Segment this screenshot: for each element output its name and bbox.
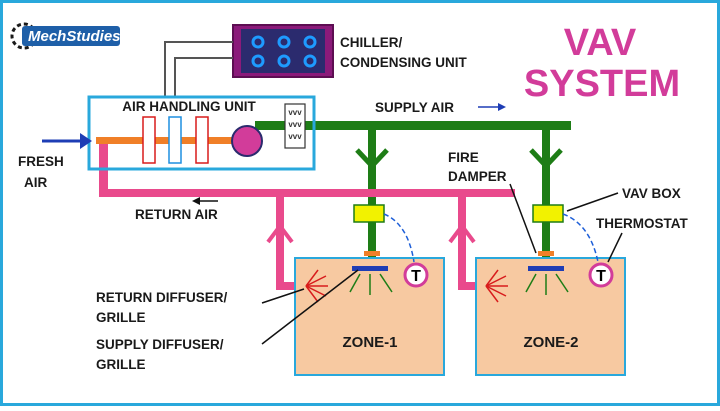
supply-arrow-zone2	[529, 148, 563, 170]
filter-mark-1: vvv	[288, 108, 302, 117]
fresh-air-label-line-2: AIR	[24, 175, 48, 190]
thermostat-wire-zone1	[383, 213, 415, 263]
filter-mark-3: vvv	[288, 132, 302, 141]
supply-diffuser-zone2	[528, 266, 564, 271]
supply-air-arrow-icon	[498, 103, 506, 111]
return-arrow-zone2	[448, 222, 476, 244]
logo-banner	[22, 26, 120, 46]
chiller-label-line-2: CONDENSING UNIT	[340, 55, 468, 70]
chiller-label-line-1: CHILLER/	[340, 35, 402, 50]
supply-diffuser-arrows	[349, 273, 569, 295]
vav-box-zone1	[353, 204, 385, 223]
thermostat-label: THERMOSTAT	[596, 216, 688, 231]
fire-damper-leader	[509, 183, 537, 254]
thermostat-zone1-icon	[403, 262, 429, 288]
thermostat-leader	[607, 232, 623, 263]
return-main-duct	[99, 189, 515, 197]
thermostat-zone2-icon	[588, 262, 614, 288]
fire-damper-label-line-2: DAMPER	[448, 169, 507, 184]
supply-air-label: SUPPLY AIR	[375, 100, 454, 115]
thermostat-wire-zone2	[562, 213, 599, 263]
ahu-filter	[284, 103, 306, 149]
return-diffuser-leader	[261, 288, 305, 304]
thermostat-zone1-symbol: T	[411, 268, 421, 285]
fire-damper-zone2	[538, 251, 554, 256]
cooling-coil	[168, 116, 182, 164]
supply-diffuser-leader	[261, 269, 359, 345]
supply-fan	[231, 125, 263, 157]
thermostat-zone2-symbol: T	[596, 268, 606, 285]
title-line-2: SYSTEM	[524, 63, 680, 105]
zone-2-label: ZONE-2	[523, 334, 578, 351]
filter-mark-2: vvv	[288, 120, 302, 129]
supply-main-duct	[255, 121, 571, 130]
vav-box-zone2	[532, 204, 564, 223]
chiller-pipes	[164, 41, 233, 98]
supply-diffuser-label-line-1: SUPPLY DIFFUSER/	[96, 337, 224, 352]
air-handling-unit	[87, 95, 316, 171]
ahu-label: AIR HANDLING UNIT	[122, 99, 256, 114]
return-arrow-zone1	[266, 222, 294, 244]
supply-diffuser-label-line-2: GRILLE	[96, 357, 146, 372]
vav-box-label: VAV BOX	[622, 186, 681, 201]
title-line-1: VAV	[564, 22, 637, 64]
supply-diffuser-zone1	[352, 266, 388, 271]
zone-1-label: ZONE-1	[342, 334, 397, 351]
return-diffuser-label-line-2: GRILLE	[96, 310, 146, 325]
return-air-label: RETURN AIR	[135, 207, 218, 222]
heating-coil-1	[142, 116, 156, 164]
logo-text: MechStudies	[28, 28, 121, 45]
return-diffuser-label-line-1: RETURN DIFFUSER/	[96, 290, 227, 305]
supply-branch-zone2	[542, 125, 550, 267]
fresh-air-label-line-1: FRESH	[18, 154, 64, 169]
fire-damper-zone1	[364, 251, 380, 256]
return-air-arrow-icon	[192, 197, 200, 205]
vav-box-leader	[566, 192, 619, 212]
return-grille-zone1	[305, 269, 328, 303]
return-grille-zone2	[485, 269, 508, 303]
supply-arrow-zone1	[355, 148, 389, 170]
chiller-coil-icons	[251, 35, 317, 68]
fresh-air-arrow-icon	[80, 133, 92, 149]
fire-damper-label-line-1: FIRE	[448, 150, 479, 165]
heating-coil-2	[195, 116, 209, 164]
mechstudies-logo: MechStudies	[10, 22, 121, 50]
